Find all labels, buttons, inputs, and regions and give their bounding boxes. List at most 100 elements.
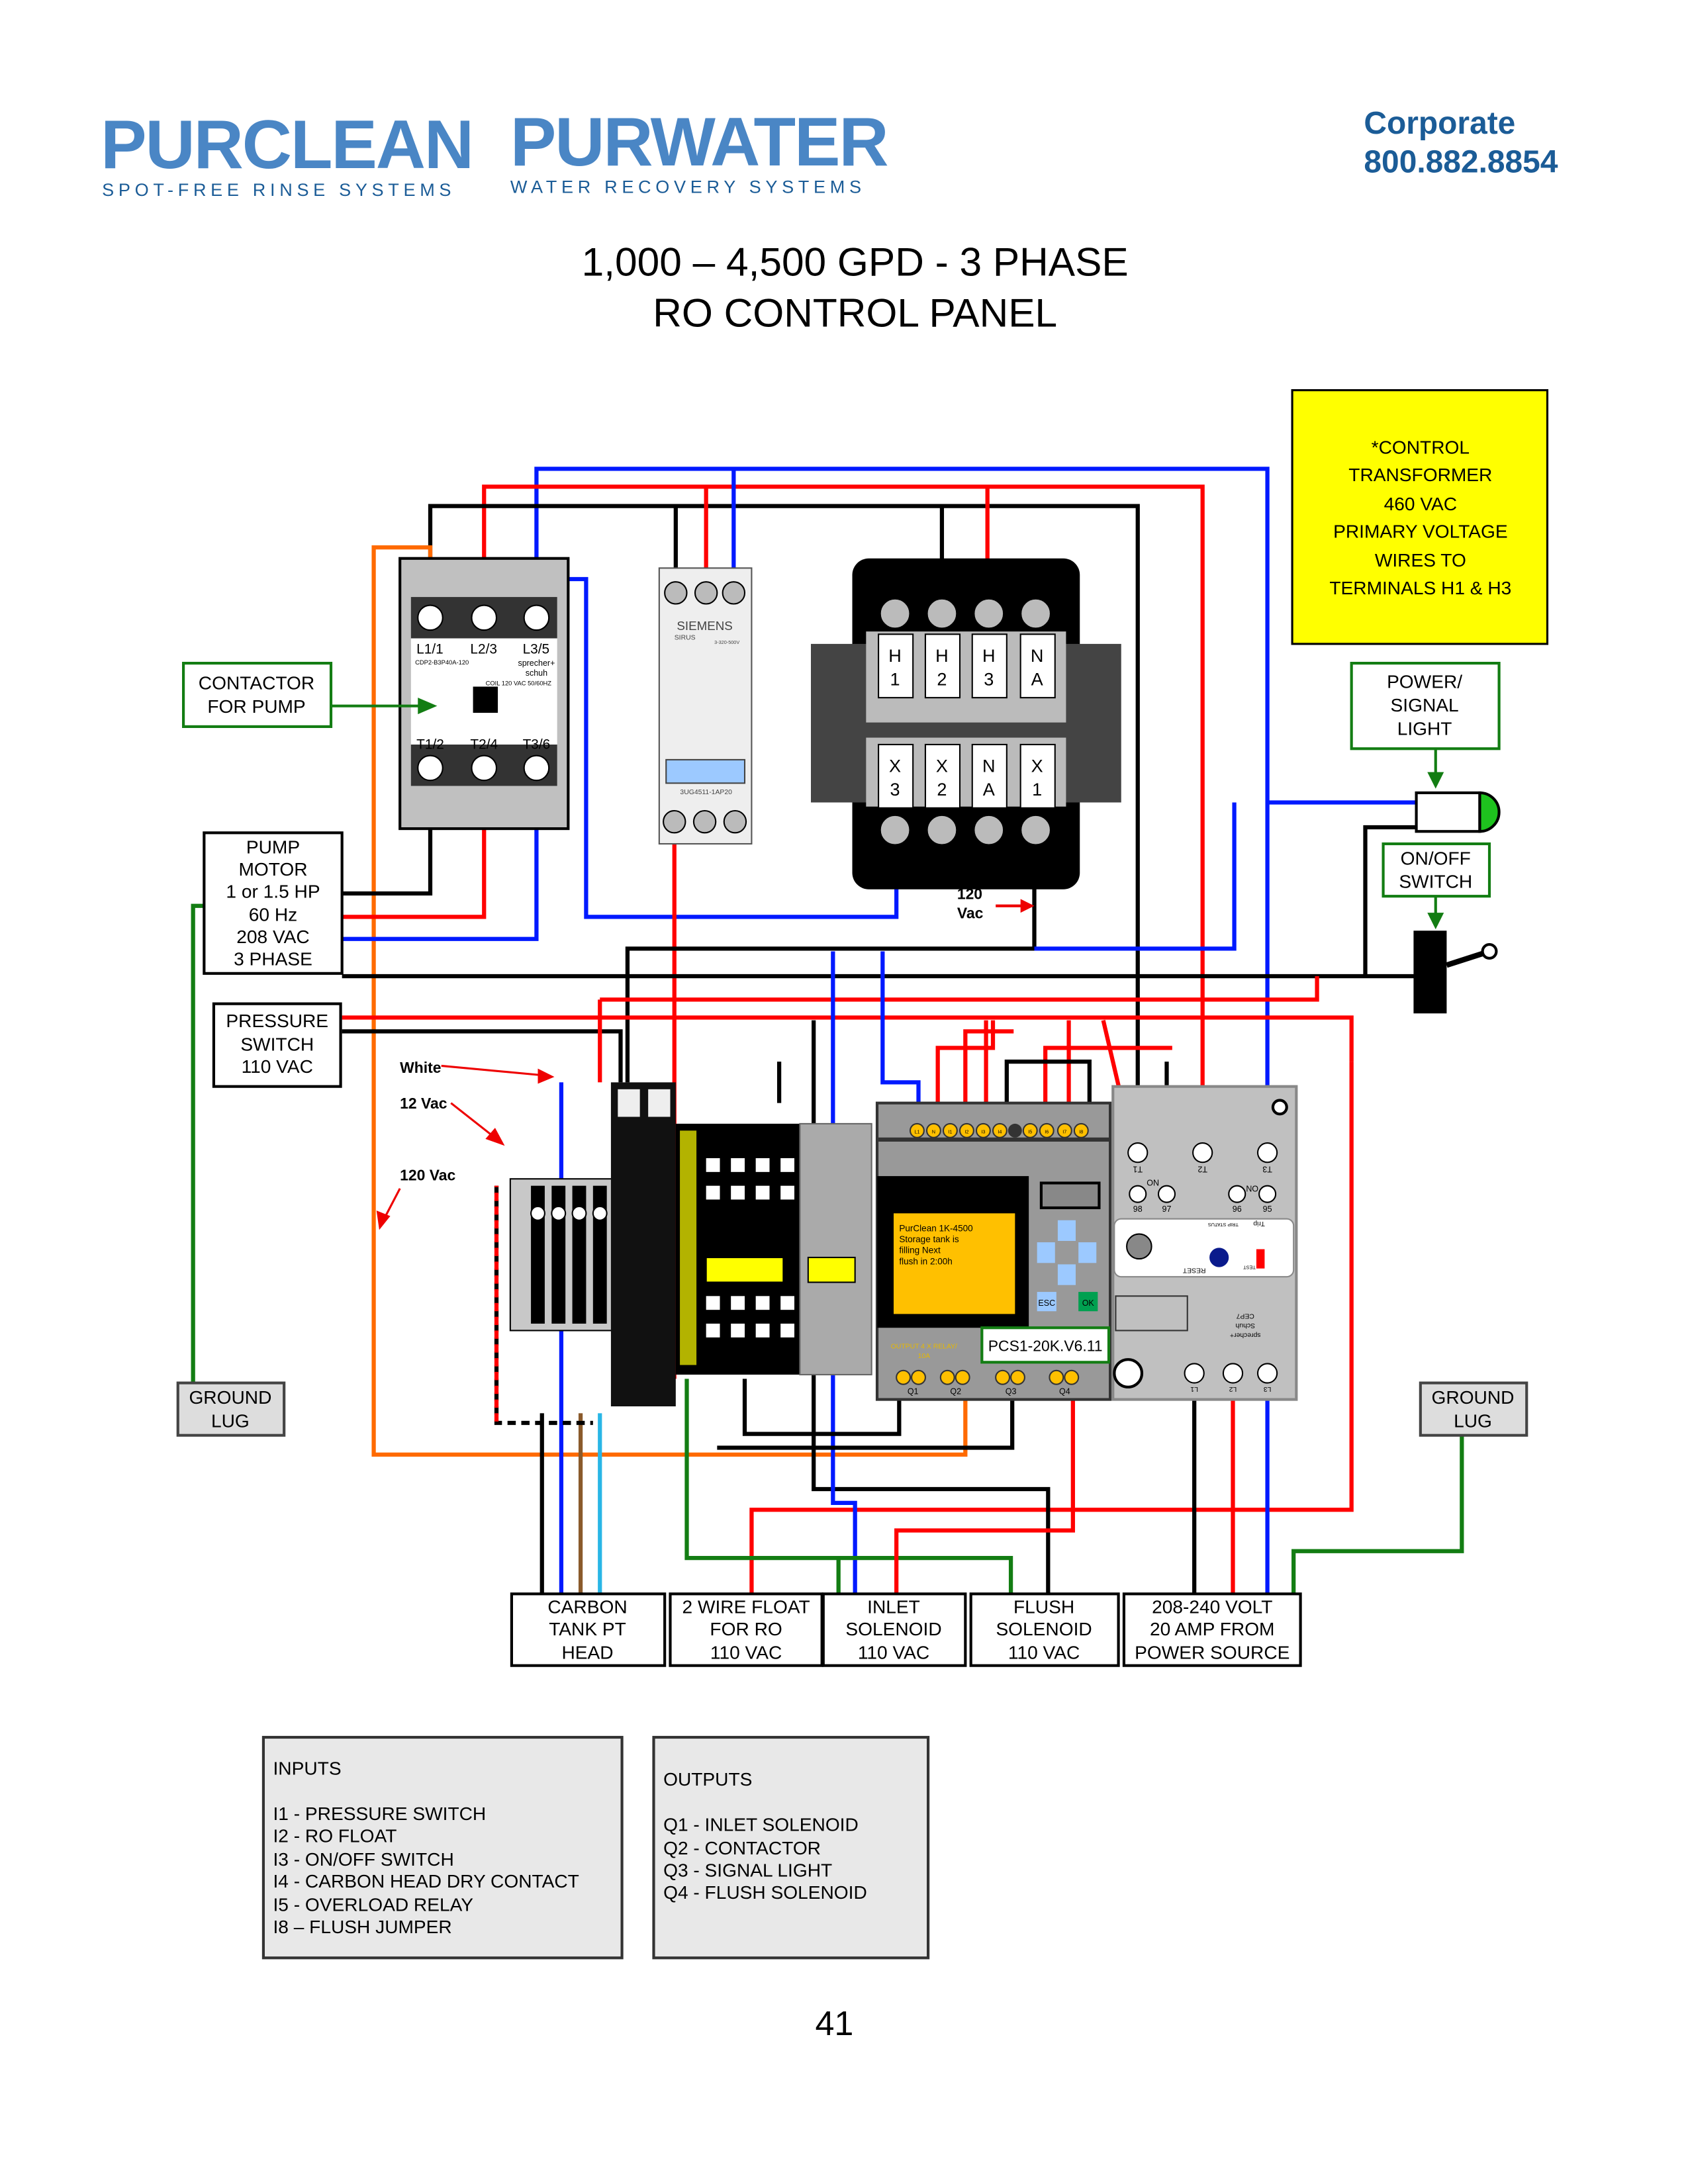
svg-text:T1/2: T1/2 [416, 737, 444, 752]
svg-text:INLET: INLET [867, 1597, 920, 1617]
svg-text:N: N [1031, 645, 1044, 666]
svg-text:20 AMP FROM: 20 AMP FROM [1150, 1619, 1275, 1639]
onoff-switch-label: ON/OFF SWITCH [1382, 842, 1491, 930]
svg-text:I5 - OVERLOAD RELAY: I5 - OVERLOAD RELAY [273, 1895, 474, 1915]
svg-text:PURWATER: PURWATER [510, 104, 888, 181]
svg-text:H: H [935, 645, 949, 666]
svg-text:X: X [936, 756, 948, 776]
svg-text:T1: T1 [1133, 1165, 1143, 1174]
svg-text:120: 120 [957, 885, 982, 902]
svg-text:60 Hz: 60 Hz [249, 905, 297, 925]
svg-text:SIEMENS: SIEMENS [677, 619, 732, 633]
pump-motor-label: PUMP MOTOR 1 or 1.5 HP 60 Hz 208 VAC 3 P… [203, 831, 344, 975]
svg-text:T2/4: T2/4 [470, 737, 498, 752]
svg-text:PUMP: PUMP [246, 837, 300, 858]
svg-text:WIRES TO: WIRES TO [1375, 550, 1466, 570]
svg-text:Q3 - SIGNAL LIGHT: Q3 - SIGNAL LIGHT [663, 1860, 832, 1880]
svg-text:GROUND: GROUND [1432, 1387, 1515, 1408]
svg-text:H: H [888, 645, 902, 666]
svg-text:Trip: Trip [1253, 1220, 1265, 1227]
purwater-logo: PURWATER WATER RECOVERY SYSTEMS [510, 104, 890, 197]
svg-text:Q2: Q2 [950, 1387, 961, 1396]
svg-text:L2: L2 [1229, 1385, 1237, 1392]
svg-text:POWER/: POWER/ [1387, 672, 1462, 692]
svg-text:WATER RECOVERY SYSTEMS: WATER RECOVERY SYSTEMS [510, 177, 866, 197]
plc-down-button[interactable] [1057, 1264, 1076, 1285]
plc-right-button[interactable] [1078, 1242, 1097, 1263]
svg-text:PURCLEAN: PURCLEAN [101, 107, 473, 183]
svg-text:SOLENOID: SOLENOID [996, 1619, 1092, 1639]
svg-text:CONTACTOR: CONTACTOR [199, 673, 314, 694]
svg-text:Q1 - INLET SOLENOID: Q1 - INLET SOLENOID [663, 1815, 859, 1835]
svg-text:I2 - RO FLOAT: I2 - RO FLOAT [273, 1825, 397, 1846]
svg-text:T2: T2 [1197, 1165, 1207, 1174]
plc-esc-button[interactable] [1037, 1292, 1056, 1312]
svg-text:HEAD: HEAD [561, 1642, 613, 1662]
svg-text:SIRUS: SIRUS [675, 635, 696, 642]
svg-text:L1: L1 [1190, 1385, 1198, 1392]
svg-text:N: N [932, 1128, 935, 1134]
svg-text:460 VAC: 460 VAC [1384, 494, 1457, 514]
svg-text:1: 1 [1032, 779, 1042, 799]
svg-text:110 VAC: 110 VAC [858, 1642, 929, 1662]
svg-text:I3: I3 [981, 1128, 985, 1134]
ground-lug-right: GROUND LUG [1419, 1381, 1528, 1437]
inputs-legend: INPUTS I1 - PRESSURE SWITCH I2 - RO FLOA… [261, 1735, 624, 1960]
svg-text:120 Vac: 120 Vac [400, 1166, 455, 1183]
svg-text:PRESSURE: PRESSURE [226, 1011, 328, 1031]
svg-text:X: X [889, 756, 901, 776]
svg-text:L1: L1 [914, 1128, 919, 1134]
svg-text:110 VAC: 110 VAC [1008, 1642, 1080, 1662]
phase-monitor-relay: SIEMENS SIRUS 3-320-500V 3UG4511-1AP20 [658, 567, 753, 845]
svg-text:I1 - PRESSURE SWITCH: I1 - PRESSURE SWITCH [273, 1803, 487, 1824]
signal-light-icon [1415, 791, 1501, 833]
purclean-logo: PURCLEAN SPOT-FREE RINSE SYSTEMS [101, 107, 474, 200]
svg-text:Vac: Vac [957, 905, 984, 922]
svg-text:ESC: ESC [1038, 1298, 1055, 1308]
svg-text:SWITCH: SWITCH [240, 1034, 314, 1055]
svg-text:PRIMARY VOLTAGE: PRIMARY VOLTAGE [1333, 522, 1507, 542]
svg-text:I4 - CARBON HEAD DRY CONTACT: I4 - CARBON HEAD DRY CONTACT [273, 1871, 579, 1891]
outputs-legend: OUTPUTS Q1 - INLET SOLENOID Q2 - CONTACT… [652, 1735, 930, 1960]
control-transformer: H1 H2 H3 NA X3 X2 NA X1 120 Vac [811, 558, 1121, 922]
svg-text:TRIP STATUS: TRIP STATUS [1208, 1222, 1239, 1228]
plc-up-button[interactable] [1057, 1220, 1076, 1241]
svg-text:110 VAC: 110 VAC [242, 1056, 313, 1077]
corporate-label: Corporate [1364, 106, 1515, 141]
svg-text:1: 1 [890, 668, 900, 689]
svg-text:*CONTROL: *CONTROL [1372, 437, 1470, 457]
svg-text:X: X [1031, 756, 1043, 776]
svg-text:LIGHT: LIGHT [1397, 718, 1452, 739]
svg-text:98: 98 [1133, 1205, 1143, 1214]
svg-text:filling Next: filling Next [899, 1246, 941, 1255]
svg-text:sprecher+: sprecher+ [1230, 1332, 1261, 1339]
plc-left-button[interactable] [1037, 1242, 1055, 1263]
svg-text:TANK PT: TANK PT [549, 1619, 626, 1639]
svg-text:A: A [983, 779, 996, 799]
svg-text:N: N [982, 756, 996, 776]
svg-text:I6: I6 [1045, 1128, 1049, 1134]
svg-text:GROUND: GROUND [189, 1387, 271, 1408]
svg-text:L3: L3 [1264, 1385, 1272, 1392]
power-light-label: POWER/ SIGNAL LIGHT [1350, 662, 1501, 789]
svg-text:I4: I4 [998, 1128, 1002, 1134]
svg-text:I3 - ON/OFF SWITCH: I3 - ON/OFF SWITCH [273, 1849, 454, 1870]
svg-text:OUTPUT 4 X RELAY/: OUTPUT 4 X RELAY/ [891, 1343, 957, 1351]
corporate-phone: 800.882.8854 [1364, 144, 1558, 179]
svg-text:FOR RO: FOR RO [710, 1619, 782, 1639]
plc-ok-button[interactable] [1078, 1292, 1098, 1312]
toggle-switch-icon [1413, 931, 1498, 1014]
title-line1: 1,000 – 4,500 GPD - 3 PHASE [582, 240, 1129, 285]
svg-text:10A: 10A [918, 1353, 931, 1360]
wires [191, 467, 1464, 1594]
svg-text:2: 2 [937, 779, 947, 799]
svg-text:White: White [400, 1059, 441, 1076]
svg-text:TERMINALS H1 & H3: TERMINALS H1 & H3 [1329, 578, 1511, 598]
svg-text:TRANSFORMER: TRANSFORMER [1348, 465, 1492, 485]
svg-text:208-240 VOLT: 208-240 VOLT [1152, 1597, 1272, 1617]
svg-text:CEP7: CEP7 [1236, 1312, 1254, 1319]
svg-text:OUTPUTS: OUTPUTS [663, 1769, 752, 1790]
svg-text:Q4 - FLUSH SOLENOID: Q4 - FLUSH SOLENOID [663, 1882, 867, 1903]
